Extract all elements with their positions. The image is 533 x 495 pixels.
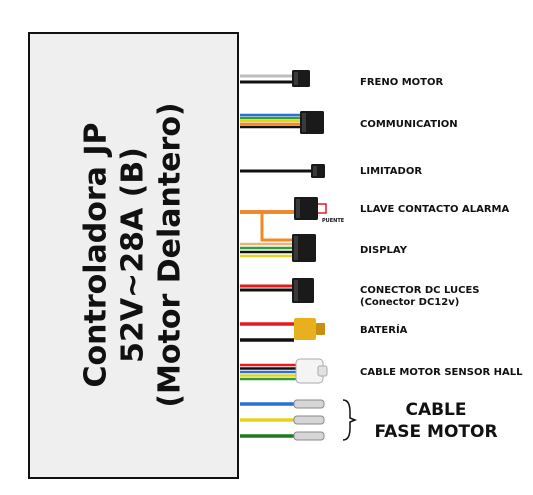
wire-group bbox=[240, 74, 327, 438]
label-display: DISPLAY bbox=[360, 245, 407, 256]
label-limitador: LIMITADOR bbox=[360, 166, 423, 177]
controller-title: Controladora JP 52V~28A (B) (Motor Delan… bbox=[78, 45, 189, 465]
phase-terminal-2 bbox=[293, 415, 325, 425]
label-conector-dc-luces: CONECTOR DC LUCES bbox=[360, 285, 480, 296]
llave-bridge-loop bbox=[260, 212, 294, 242]
phase-brace bbox=[342, 399, 358, 441]
controller-box bbox=[28, 32, 239, 479]
bateria-connector-tip bbox=[316, 323, 325, 335]
phase-terminal-3 bbox=[293, 431, 325, 441]
label-cable-fase-motor: CABLE FASE MOTOR bbox=[362, 399, 510, 443]
phase-terminal-1 bbox=[293, 399, 325, 409]
display-connector-latch bbox=[294, 236, 298, 260]
label-cable-motor-sensor-hall: CABLE MOTOR SENSOR HALL bbox=[360, 367, 523, 378]
hall-connector-tip bbox=[317, 365, 328, 377]
controller-title-line-3: (Motor Delantero) bbox=[152, 102, 188, 408]
llave-connector-latch bbox=[296, 199, 300, 218]
label-bateria: BATERÍA bbox=[360, 325, 408, 336]
label-conector-dc12v: (Conector DC12v) bbox=[360, 297, 460, 308]
controller-title-line-1: Controladora JP bbox=[78, 122, 114, 388]
comm-connector-latch bbox=[302, 113, 306, 132]
limitador-connector-latch bbox=[313, 166, 317, 176]
label-puente: PUENTE bbox=[322, 218, 345, 224]
controller-title-line-2: 52V~28A (B) bbox=[115, 147, 151, 363]
label-llave-contacto-alarma: LLAVE CONTACTO ALARMA bbox=[360, 204, 510, 215]
label-cable-fase-line-1: CABLE bbox=[405, 400, 467, 420]
label-cable-fase-line-2: FASE MOTOR bbox=[374, 422, 498, 442]
label-freno-motor: FRENO MOTOR bbox=[360, 77, 444, 88]
freno-connector-latch bbox=[294, 72, 298, 85]
bateria-connector bbox=[294, 318, 316, 340]
puente-jumper bbox=[318, 203, 327, 214]
label-communication: COMMUNICATION bbox=[360, 119, 458, 130]
luces-connector-latch bbox=[294, 280, 298, 301]
connector-group bbox=[292, 70, 358, 441]
